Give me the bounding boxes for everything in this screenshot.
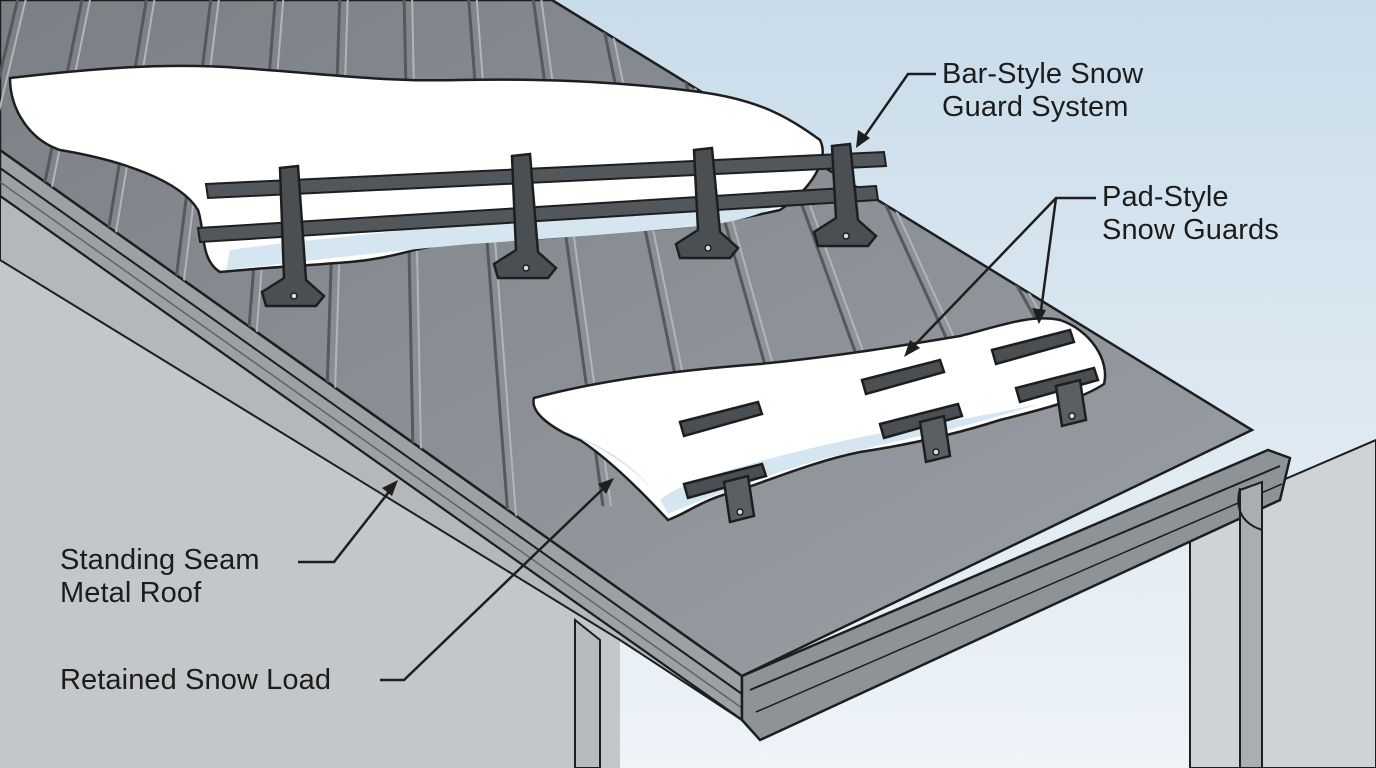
upper-snow-shadow [226, 197, 790, 270]
pad-guard-blade [678, 400, 764, 438]
callout-standing-seam-roof: Standing Seam Metal Roof [60, 544, 260, 610]
roof-soffit [0, 194, 743, 721]
leader-bar-guard [860, 72, 936, 141]
arrowhead-bar-guard [856, 130, 870, 148]
leader-lines [298, 72, 1096, 682]
callout-pad-line2: Snow Guards [1102, 214, 1279, 246]
callout-pad-style-snow-guards: Pad-Style Snow Guards [1102, 181, 1279, 247]
leader-pad-guards-b [1038, 197, 1058, 319]
roof-trim-line [0, 167, 743, 695]
callout-roof-line1: Standing Seam [60, 544, 260, 576]
roof-trim-line-2 [0, 181, 743, 709]
callout-bar-style-snow-guard: Bar-Style Snow Guard System [942, 58, 1143, 124]
arrowhead-pad-guards-a [904, 340, 920, 357]
gutter-lip-2 [755, 483, 1283, 713]
lower-snow-mass [532, 317, 1107, 522]
callout-bar-line2: Guard System [942, 91, 1129, 123]
guard-bracket [492, 152, 558, 280]
guard-bolt [704, 244, 712, 252]
gable-wall [1189, 438, 1376, 768]
house-wall [0, 260, 620, 768]
guard-bracket [812, 142, 878, 248]
guard-rail-upper [204, 150, 888, 200]
leader-roof [298, 487, 393, 564]
guard-bracket [674, 146, 740, 260]
lower-snow-shadow [560, 404, 1040, 514]
guard-bolt [522, 264, 530, 272]
pad-guard-blade [990, 328, 1076, 366]
bar-style-snow-guard-icon [196, 142, 888, 308]
callout-bar-line1: Bar-Style Snow [942, 58, 1144, 90]
pad-guard-bolt [932, 448, 940, 456]
callout-snow-line1: Retained Snow Load [60, 664, 332, 696]
gutter-icon [740, 448, 1292, 742]
pad-guard-blade [860, 358, 946, 396]
pad-guard-bolt [736, 508, 744, 516]
pad-guard-base [918, 414, 952, 464]
pad-guard-base [1054, 378, 1088, 428]
leader-snow [380, 483, 609, 682]
pad-guard-base [722, 474, 756, 524]
callout-pad-line1: Pad-Style [1102, 181, 1229, 213]
downspout-elbow [1237, 487, 1263, 531]
guard-bracket [260, 164, 326, 308]
downspout-icon [1239, 480, 1263, 768]
callout-roof-line2: Metal Roof [60, 577, 202, 609]
pad-style-snow-guard-icon [678, 328, 1100, 524]
arrowhead-pad-guards-b [1032, 308, 1046, 324]
gutter-lip [749, 465, 1281, 691]
arrowhead-roof [382, 480, 398, 496]
wall-corner-post [574, 617, 601, 768]
callout-retained-snow-load: Retained Snow Load [60, 664, 331, 697]
arrowhead-snow [598, 478, 614, 494]
guard-bolt [290, 292, 298, 300]
guard-bolt [842, 232, 850, 240]
pad-guard-bolt [1068, 412, 1076, 420]
